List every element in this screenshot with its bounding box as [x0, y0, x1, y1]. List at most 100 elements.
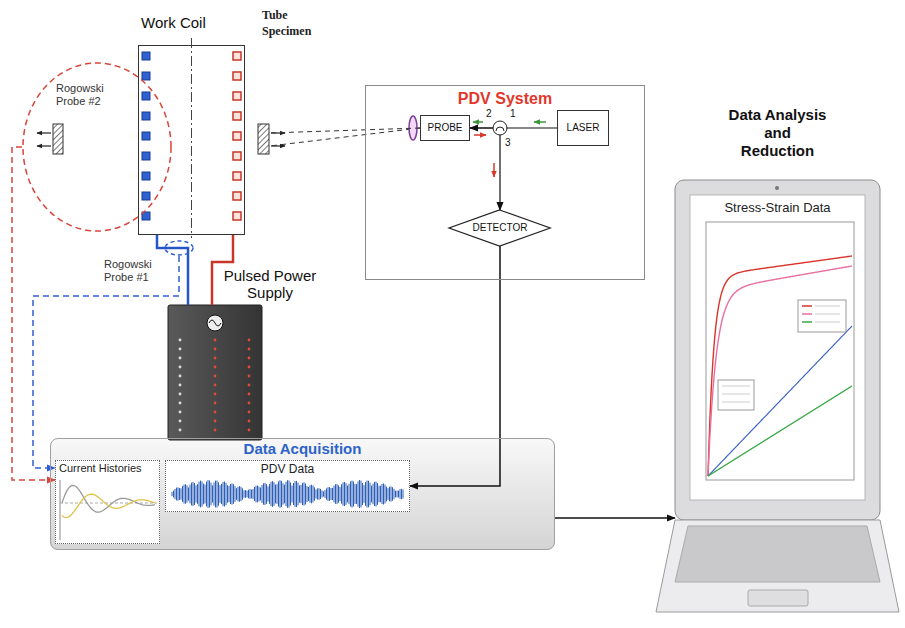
ac-source-symbol — [209, 320, 221, 326]
chart-curve — [708, 256, 852, 476]
terminal-dot — [179, 366, 182, 369]
plot-zero-line — [60, 503, 157, 504]
port-number-holder: 2 — [486, 108, 492, 120]
terminal-dot — [248, 429, 251, 432]
coil-winding — [233, 192, 241, 200]
terminal-dot — [214, 366, 217, 369]
plot-axis — [60, 480, 61, 540]
terminal-dot — [248, 348, 251, 351]
motion-arrow — [37, 132, 51, 133]
signal-cable — [33, 256, 179, 468]
terminal-dot — [248, 357, 251, 360]
optical-circulator — [496, 127, 504, 131]
work-coil: Work Coil — [138, 45, 245, 235]
port-number-holder: 3 — [505, 137, 511, 149]
node-label: Tube Specimen — [262, 7, 322, 39]
node-label: DETECTOR — [449, 210, 550, 246]
terminal-dot — [214, 357, 217, 360]
port-number: 1 — [510, 108, 516, 120]
terminal-dot — [214, 384, 217, 387]
terminal-dot — [248, 393, 251, 396]
coil-winding — [233, 52, 241, 60]
plot-panel-fill — [165, 460, 410, 512]
terminal-dot — [248, 411, 251, 414]
signal-cable — [410, 246, 500, 486]
coil-winding — [142, 152, 150, 160]
coil-winding — [142, 92, 150, 100]
chart-legend-sample — [722, 386, 750, 387]
coil-winding — [142, 52, 150, 60]
coil-winding — [142, 112, 150, 120]
probe-box: PROBE — [420, 115, 470, 141]
laptop-camera — [775, 186, 779, 190]
chart-curve — [708, 326, 852, 476]
specimen-section — [258, 124, 269, 154]
terminal-dot — [248, 402, 251, 405]
laptop-base — [656, 520, 899, 612]
ac-source-symbol — [207, 315, 223, 331]
laptop: Data Analysis and ReductionStress-Strain… — [675, 100, 880, 520]
terminal-dot — [179, 375, 182, 378]
node-label: Pulsed Power Supply — [218, 267, 322, 301]
beam-direction-arrow — [493, 163, 495, 177]
probe-outline — [165, 241, 193, 255]
coil-winding — [142, 172, 150, 180]
laptop-lid — [675, 180, 880, 520]
chart-legend-sample — [802, 305, 812, 307]
port-number: 3 — [505, 137, 511, 149]
port-number-holder: 1 — [510, 108, 516, 120]
detector-outline — [449, 210, 550, 246]
pdv-data-panel: PDV Data — [165, 460, 410, 512]
coil-winding — [233, 152, 241, 160]
data-acquisition-box: Data AcquisitionCurrent HistoriesPDV Dat… — [50, 438, 555, 550]
power-supply-body — [168, 305, 262, 440]
coil-winding — [233, 212, 241, 220]
laser-beam — [269, 128, 420, 133]
terminal-dot — [179, 339, 182, 342]
node-label: PROBE — [421, 116, 469, 140]
terminal-dot — [179, 402, 182, 405]
coil-winding — [142, 72, 150, 80]
terminal-dot — [214, 402, 217, 405]
laptop-trackpad — [748, 590, 808, 606]
coil-winding — [233, 172, 241, 180]
laser-box: LASER — [557, 110, 609, 146]
motion-arrow — [37, 145, 51, 146]
ellipse-outline — [164, 240, 194, 256]
chart-legend-sample — [815, 314, 840, 315]
terminal-dot — [214, 348, 217, 351]
node-label: Work Coil — [141, 14, 246, 32]
laptop-screen — [690, 195, 865, 500]
terminal-dot — [179, 420, 182, 423]
laptop-keyboard — [675, 526, 880, 582]
coil-winding — [233, 112, 241, 120]
laptop-screen-chart: Stress-Strain Data — [690, 195, 865, 500]
terminal-dot — [179, 411, 182, 414]
rogowski-probe: Rogowski Probe #1 — [164, 240, 194, 256]
terminal-dot — [179, 348, 182, 351]
terminal-dot — [248, 420, 251, 423]
beam-direction-arrow — [534, 121, 546, 123]
optical-fiber — [470, 128, 500, 210]
chart-curve — [708, 266, 852, 476]
specimen-section — [53, 124, 63, 154]
data-flow-arrow — [555, 517, 675, 519]
power-wire — [157, 235, 188, 305]
probe-outline — [23, 63, 171, 231]
terminal-dot — [214, 339, 217, 342]
coil-winding — [233, 92, 241, 100]
node-label: Rogowski Probe #2 — [56, 82, 118, 108]
current-curve — [62, 494, 155, 517]
chart-legend-sample — [722, 402, 750, 403]
daq-panel-fill — [50, 438, 555, 550]
laser-beam — [270, 128, 420, 146]
rogowski-probe: Rogowski Probe #2 — [22, 62, 172, 232]
node-label: Data Analysis and Reduction — [727, 106, 829, 160]
terminal-dot — [214, 429, 217, 432]
terminal-dot — [179, 393, 182, 396]
